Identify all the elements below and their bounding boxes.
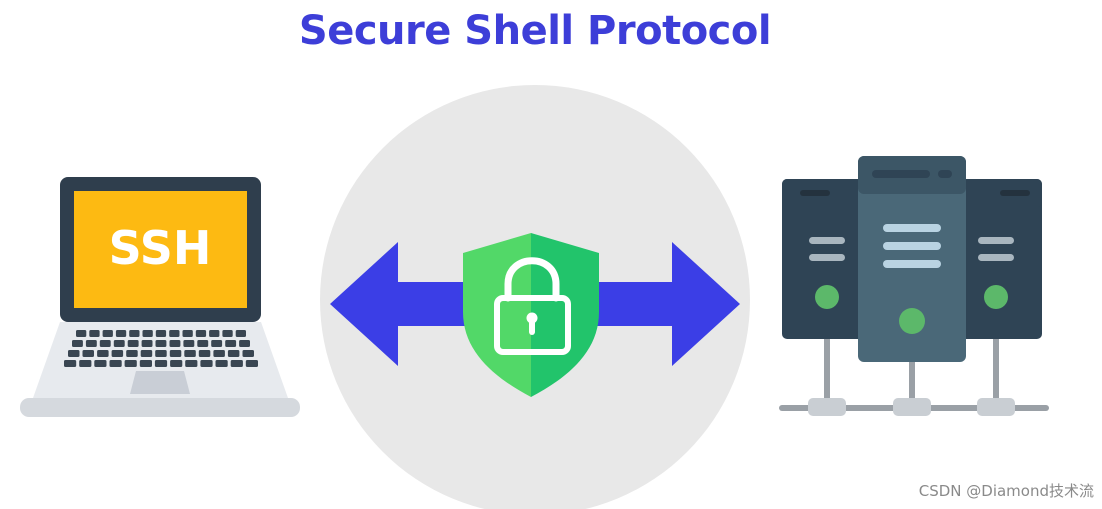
watermark-text: CSDN @Diamond技术流 <box>918 482 1094 500</box>
keyboard-key <box>142 330 153 337</box>
keyboard-key <box>72 340 83 347</box>
keyboard-key <box>169 340 181 347</box>
keyboard-key <box>64 360 77 367</box>
keyboard-key <box>102 330 113 337</box>
keyboard-key <box>242 350 254 357</box>
keyboard-key <box>197 340 209 347</box>
keyboard-key <box>195 330 207 337</box>
keyboard-key <box>82 350 94 357</box>
keyboard-key <box>94 360 107 367</box>
keyboard-key <box>230 360 243 367</box>
keyboard-key <box>79 360 92 367</box>
keyboard-key <box>200 360 213 367</box>
keyboard-key <box>113 340 125 347</box>
keyboard-key <box>169 350 182 357</box>
double-arrow-icon <box>330 242 740 366</box>
keyboard-key <box>127 340 139 347</box>
keyboard-key <box>169 330 180 337</box>
keyboard-key <box>209 330 220 337</box>
keyboard-key <box>170 360 183 367</box>
keyboard-key <box>211 340 223 347</box>
keyboard-key <box>198 350 211 357</box>
keyboard-key <box>99 340 111 347</box>
keyboard-key <box>245 360 258 367</box>
keyboard-key <box>239 340 250 347</box>
laptop-bottom-edge <box>20 398 300 417</box>
keyboard-key <box>76 330 87 337</box>
keyboard-key <box>154 360 168 367</box>
keyboard-key <box>126 350 138 357</box>
keyboard-key <box>97 350 109 357</box>
keyboard-key <box>225 340 237 347</box>
keyboard-key <box>141 340 153 347</box>
keyboard-key <box>85 340 97 347</box>
server-rack-icon <box>779 156 1049 416</box>
laptop-screen <box>74 191 247 308</box>
padlock-icon <box>494 257 571 355</box>
keyboard-key <box>213 350 225 357</box>
keyboard-key <box>185 360 198 367</box>
diagram-title: Secure Shell Protocol <box>298 8 772 54</box>
keyboard-key <box>115 330 127 337</box>
keyboard-key <box>68 350 80 357</box>
keyboard-key <box>227 350 240 357</box>
keyboard-key <box>222 330 233 337</box>
laptop-screen-label: SSH <box>109 221 212 275</box>
keyboard-key <box>139 360 152 367</box>
keyboard-key <box>182 330 193 337</box>
keyboard-key <box>184 350 196 357</box>
keyboard-key <box>109 360 122 367</box>
keyboard-key <box>111 350 124 357</box>
keyboard-key <box>155 330 167 337</box>
laptop-keyboard <box>64 330 258 367</box>
keyboard-key <box>215 360 228 367</box>
keyboard-key <box>235 330 246 337</box>
laptop-touchpad <box>130 371 190 394</box>
keyboard-key <box>155 350 167 357</box>
laptop-icon: SSH <box>20 177 300 417</box>
keyboard-key <box>129 330 140 337</box>
keyboard-key <box>124 360 137 367</box>
keyboard-key <box>183 340 195 347</box>
keyboard-key <box>140 350 153 357</box>
keyboard-key <box>155 340 167 347</box>
keyboard-key <box>89 330 100 337</box>
